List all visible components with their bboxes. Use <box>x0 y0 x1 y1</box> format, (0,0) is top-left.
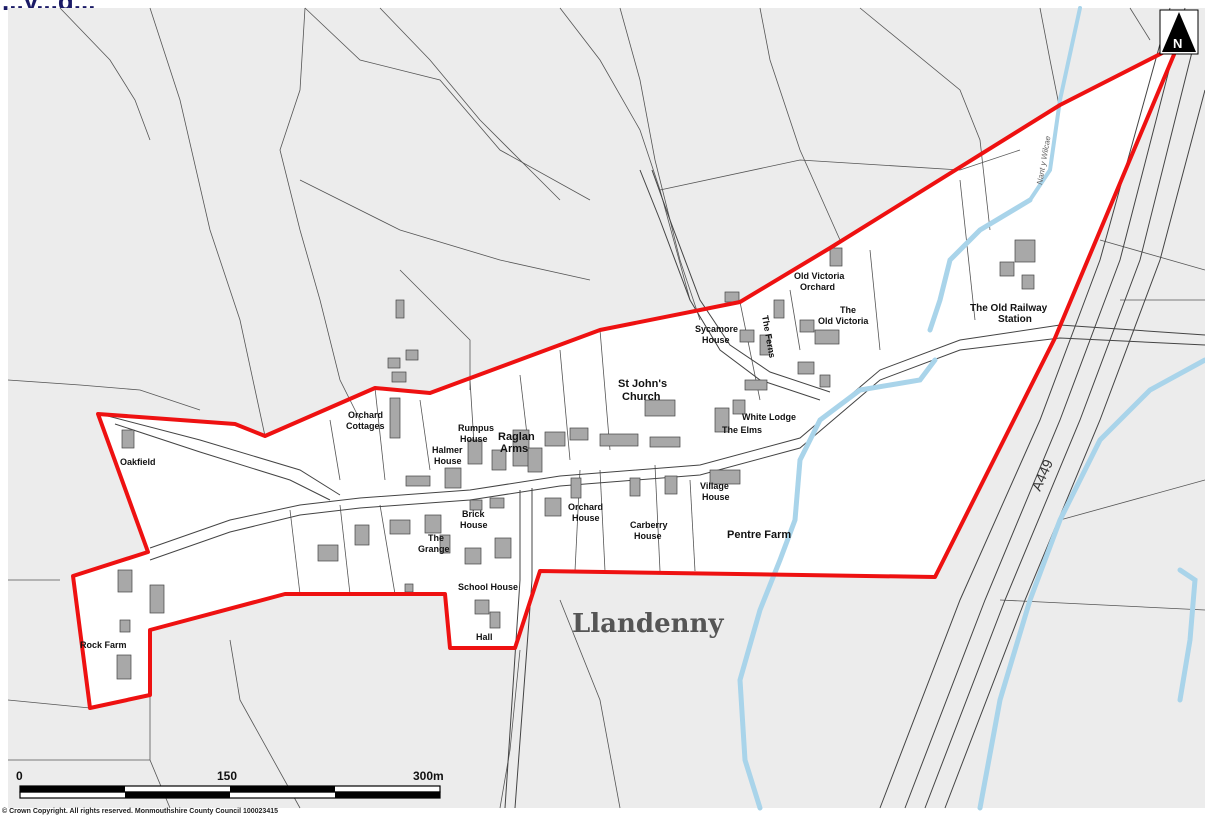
label-grange: The <box>428 533 444 543</box>
scale-start: 0 <box>16 769 23 783</box>
label-orchard-cottages-2: Cottages <box>346 421 385 431</box>
streams <box>737 6 1205 811</box>
label-old-victoria-orchard: Old Victoria <box>794 271 845 281</box>
label-white-lodge: White Lodge <box>742 412 796 422</box>
north-label: N <box>1173 36 1182 51</box>
place-name-llandenny: Llandenny <box>572 609 724 639</box>
label-rumpus: Rumpus <box>458 423 494 433</box>
label-sycamore: Sycamore <box>695 324 738 334</box>
label-hall: Hall <box>476 632 493 642</box>
scale-mid: 150 <box>217 769 237 783</box>
label-the-old-victoria: The <box>840 305 856 315</box>
label-st-johns: St John's <box>618 378 667 390</box>
label-orchard-house: Orchard <box>568 502 603 512</box>
label-old-railway: The Old Railway <box>970 303 1048 314</box>
a449-road <box>879 7 1205 809</box>
label-raglan: Raglan <box>498 431 535 443</box>
label-school-house: School House <box>458 582 518 592</box>
north-arrow-icon <box>1162 12 1196 52</box>
conservation-boundary <box>71 43 1180 710</box>
copyright-notice: © Crown Copyright. All rights reserved. … <box>2 808 279 815</box>
scale-bar: 0 150 300m <box>16 769 444 799</box>
label-old-railway-2: Station <box>998 314 1032 325</box>
label-village-house-2: House <box>702 492 730 502</box>
scale-end: 300m <box>413 769 444 783</box>
north-arrow: N <box>1159 9 1199 55</box>
label-rock-farm: Rock Farm <box>80 640 127 650</box>
label-st-johns-2: Church <box>622 391 661 403</box>
label-orchard-cottages: Orchard <box>348 410 383 420</box>
label-brick-2: House <box>460 520 488 530</box>
label-carberry: Carberry <box>630 520 668 530</box>
label-carberry-2: House <box>634 531 662 541</box>
label-raglan-2: Arms <box>500 443 528 455</box>
label-sycamore-2: House <box>702 335 730 345</box>
buildings <box>116 239 1036 680</box>
label-grange-2: Grange <box>418 544 450 554</box>
label-pentre-farm: Pentre Farm <box>727 529 791 541</box>
field-lines <box>7 7 1205 809</box>
label-halmer-2: House <box>434 456 462 466</box>
label-village-house: Village <box>700 481 729 491</box>
label-halmer: Halmer <box>432 445 463 455</box>
label-orchard-house-2: House <box>572 513 600 523</box>
label-old-victoria-orchard-2: Orchard <box>800 282 835 292</box>
boundary-fill <box>73 45 1178 708</box>
label-oakfield: Oakfield <box>120 457 156 467</box>
label-rumpus-2: House <box>460 434 488 444</box>
label-the-elms: The Elms <box>722 425 762 435</box>
label-brick: Brick <box>462 509 486 519</box>
label-the-old-victoria-2: Old Victoria <box>818 316 869 326</box>
